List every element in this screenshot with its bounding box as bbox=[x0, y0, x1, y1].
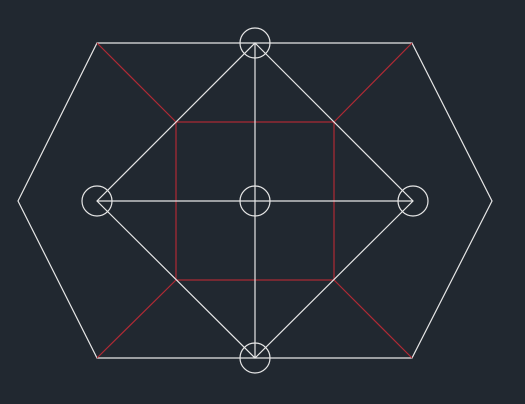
node-circle-left[interactable] bbox=[81, 185, 113, 217]
node-circle-center[interactable] bbox=[239, 185, 271, 217]
node-circle-top[interactable] bbox=[239, 27, 271, 59]
node-circle-bottom[interactable] bbox=[239, 342, 271, 374]
connector-bottom-left[interactable] bbox=[96, 279, 177, 359]
node-circle-right[interactable] bbox=[397, 185, 429, 217]
connector-top-left[interactable] bbox=[96, 42, 177, 123]
connector-bottom-right[interactable] bbox=[333, 279, 413, 359]
connector-top-right[interactable] bbox=[333, 42, 413, 123]
